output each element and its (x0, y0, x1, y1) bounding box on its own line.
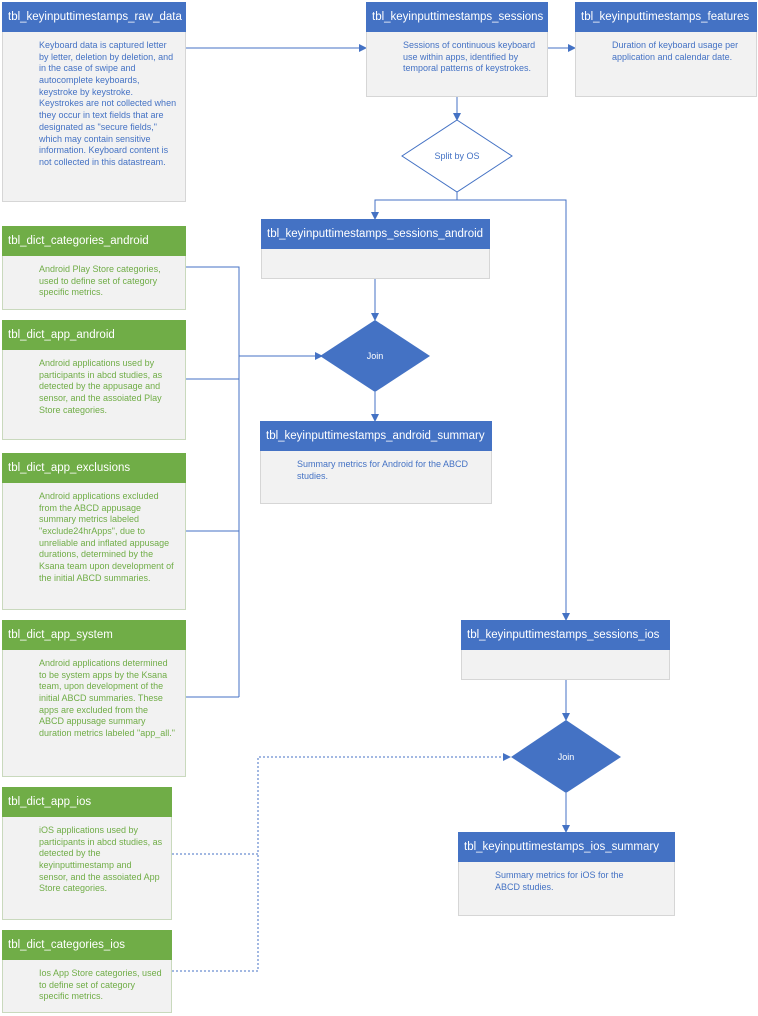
node-ios-summary-body: Summary metrics for iOS for the ABCD stu… (458, 862, 675, 916)
node-categories-ios[interactable]: tbl_dict_categories_ios Ios App Store ca… (2, 930, 172, 1013)
node-app-ios-desc: iOS applications used by participants in… (39, 825, 163, 894)
node-features-title: tbl_keyinputtimestamps_features (575, 2, 757, 32)
node-categories-ios-desc: Ios App Store categories, used to define… (39, 968, 162, 1002)
node-android-summary-desc: Summary metrics for Android for the ABCD… (297, 459, 469, 481)
node-ios-summary[interactable]: tbl_keyinputtimestamps_ios_summary Summa… (458, 832, 675, 916)
node-sessions-android-title: tbl_keyinputtimestamps_sessions_android (261, 219, 490, 249)
connector-app-ios-to-join (172, 753, 511, 855)
join-ios-diamond (511, 720, 621, 793)
node-app-ios-title: tbl_dict_app_ios (2, 787, 172, 817)
node-categories-android-desc: Android Play Store categories, used to d… (39, 264, 161, 298)
node-app-android[interactable]: tbl_dict_app_android Android application… (2, 320, 186, 440)
node-features[interactable]: tbl_keyinputtimestamps_features Duration… (575, 2, 757, 97)
node-app-system-body: Android applications determined to be sy… (2, 650, 186, 777)
node-app-android-desc: Android applications used by participant… (39, 358, 163, 415)
node-app-android-body: Android applications used by participant… (2, 350, 186, 440)
node-sessions-android[interactable]: tbl_keyinputtimestamps_sessions_android (261, 219, 490, 279)
node-sessions-title: tbl_keyinputtimestamps_sessions (366, 2, 548, 32)
node-raw-data-title: tbl_keyinputtimestamps_raw_data (2, 2, 186, 32)
node-sessions-android-body (261, 249, 490, 279)
node-sessions-ios-title: tbl_keyinputtimestamps_sessions_ios (461, 620, 670, 650)
node-sessions-desc: Sessions of continuous keyboard use with… (403, 40, 536, 74)
node-android-summary-body: Summary metrics for Android for the ABCD… (260, 451, 492, 504)
node-raw-data-body: Keyboard data is captured letter by lett… (2, 32, 186, 202)
node-ios-summary-desc: Summary metrics for iOS for the ABCD stu… (495, 870, 624, 892)
node-android-summary[interactable]: tbl_keyinputtimestamps_android_summary S… (260, 421, 492, 504)
node-categories-android[interactable]: tbl_dict_categories_android Android Play… (2, 226, 186, 310)
node-sessions-ios-body (461, 650, 670, 680)
node-features-body: Duration of keyboard usage per applicati… (575, 32, 757, 97)
connector-categories-android-bus (186, 266, 240, 697)
split-by-os-diamond (401, 119, 513, 193)
connector-categories-ios-to-join (172, 854, 259, 972)
split-by-os-label: Split by OS (434, 151, 479, 161)
node-app-exclusions-title: tbl_dict_app_exclusions (2, 453, 186, 483)
node-app-exclusions[interactable]: tbl_dict_app_exclusions Android applicat… (2, 453, 186, 610)
connector-split-to-sessions-android (371, 192, 458, 220)
node-app-exclusions-desc: Android applications excluded from the A… (39, 491, 174, 583)
node-app-system[interactable]: tbl_dict_app_system Android applications… (2, 620, 186, 777)
node-categories-ios-title: tbl_dict_categories_ios (2, 930, 172, 960)
node-android-summary-title: tbl_keyinputtimestamps_android_summary (260, 421, 492, 451)
node-app-ios[interactable]: tbl_dict_app_ios iOS applications used b… (2, 787, 172, 920)
join-android-diamond (320, 320, 430, 392)
node-sessions[interactable]: tbl_keyinputtimestamps_sessions Sessions… (366, 2, 548, 97)
node-app-exclusions-body: Android applications excluded from the A… (2, 483, 186, 610)
join-android-label: Join (367, 351, 384, 361)
node-categories-android-body: Android Play Store categories, used to d… (2, 256, 186, 310)
node-app-system-title: tbl_dict_app_system (2, 620, 186, 650)
node-sessions-body: Sessions of continuous keyboard use with… (366, 32, 548, 97)
node-app-android-title: tbl_dict_app_android (2, 320, 186, 350)
node-raw-data-desc: Keyboard data is captured letter by lett… (39, 40, 177, 167)
node-sessions-ios[interactable]: tbl_keyinputtimestamps_sessions_ios (461, 620, 670, 680)
node-ios-summary-title: tbl_keyinputtimestamps_ios_summary (458, 832, 675, 862)
node-app-system-desc: Android applications determined to be sy… (39, 658, 175, 739)
node-categories-android-title: tbl_dict_categories_android (2, 226, 186, 256)
node-raw-data[interactable]: tbl_keyinputtimestamps_raw_data Keyboard… (2, 2, 186, 202)
node-categories-ios-body: Ios App Store categories, used to define… (2, 960, 172, 1013)
node-app-ios-body: iOS applications used by participants in… (2, 817, 172, 920)
join-ios-label: Join (558, 752, 575, 762)
connector-split-to-sessions-ios (456, 192, 570, 621)
node-features-desc: Duration of keyboard usage per applicati… (612, 40, 739, 62)
